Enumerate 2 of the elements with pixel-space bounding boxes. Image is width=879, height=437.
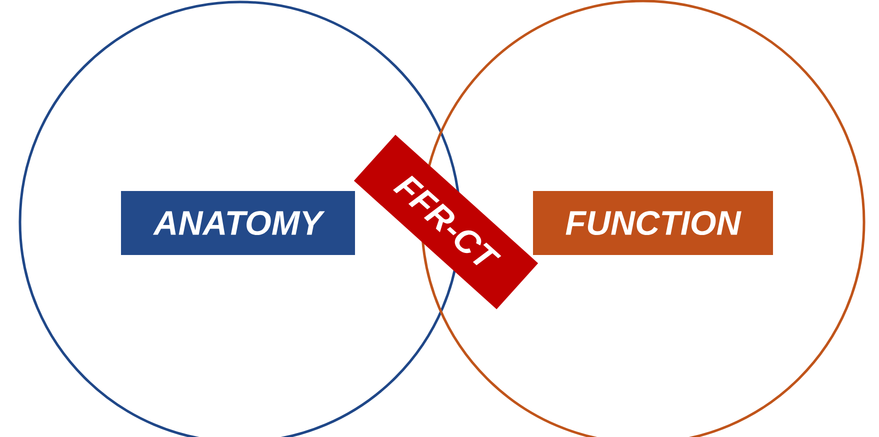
label-box: ANATOMY bbox=[121, 191, 355, 255]
label-box: FUNCTION bbox=[533, 191, 773, 255]
